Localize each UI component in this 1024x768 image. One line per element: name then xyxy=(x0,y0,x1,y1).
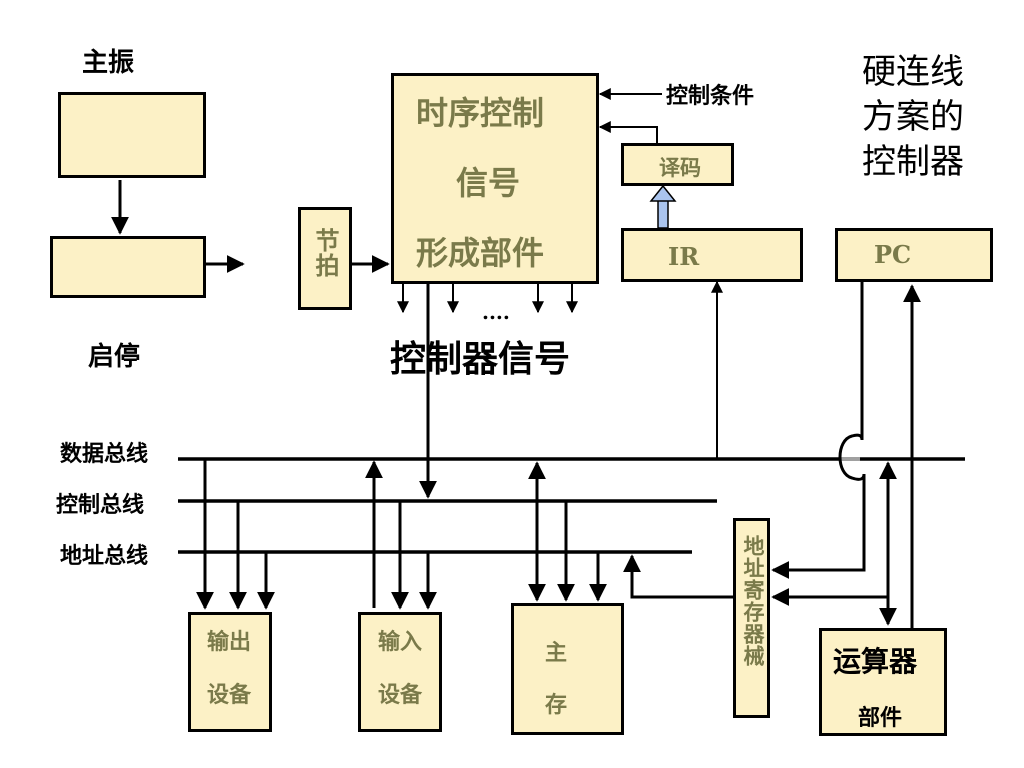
pc-label: PC xyxy=(874,240,912,269)
main-memory-line1: 主 xyxy=(545,640,568,666)
control-conditions-label: 控制条件 xyxy=(666,83,755,109)
pc-to-addr-reg-arrow xyxy=(771,282,866,579)
timing-unit-line2: 信号 xyxy=(456,164,521,202)
title-line1: 硬连线 xyxy=(862,52,964,92)
start-stop-box xyxy=(50,236,206,298)
control-signal-arrows xyxy=(397,282,578,314)
decoder-label: 译码 xyxy=(659,155,701,180)
ir-label: IR xyxy=(668,242,700,271)
input-device-wires xyxy=(365,460,437,610)
main-memory-wires xyxy=(528,461,607,602)
control-signals-ellipsis: .... xyxy=(482,300,510,324)
output-device-line2: 设备 xyxy=(207,682,252,708)
address-bus-label: 地址总线 xyxy=(60,543,149,569)
alu-box xyxy=(819,628,947,736)
controller-signals-label: 控制器信号 xyxy=(390,338,571,380)
output-device-wires xyxy=(196,459,275,610)
start-stop-label: 启停 xyxy=(88,342,141,372)
input-device-line1: 输入 xyxy=(378,629,423,655)
address-register-label: 地址寄存器械 xyxy=(741,535,766,667)
decoder-to-timing-arrow xyxy=(598,121,658,143)
timing-unit-line1: 时序控制 xyxy=(416,94,545,132)
main-memory-line2: 存 xyxy=(545,692,568,718)
beat-box xyxy=(298,207,352,310)
data-bus-label: 数据总线 xyxy=(60,441,149,467)
address-register-box xyxy=(733,518,770,718)
output-device-box xyxy=(188,612,272,732)
main-memory-box xyxy=(511,603,624,735)
title-line2: 方案的 xyxy=(862,97,964,137)
timing-unit-line3: 形成部件 xyxy=(416,234,545,272)
oscillator-label: 主振 xyxy=(82,48,135,78)
alu-line2: 部件 xyxy=(858,705,903,731)
beat-label: 节拍 xyxy=(311,228,340,278)
output-device-line1: 输出 xyxy=(207,629,252,655)
ir-to-decoder-arrow xyxy=(649,184,677,229)
timing-control-unit xyxy=(391,73,599,284)
oscillator-box xyxy=(58,92,206,178)
input-device-box xyxy=(358,612,442,732)
alu-line1: 运算器 xyxy=(833,645,918,678)
input-device-line2: 设备 xyxy=(378,682,423,708)
ir-register xyxy=(621,228,803,282)
decoder-box xyxy=(621,143,734,186)
title-line3: 控制器 xyxy=(862,142,964,182)
control-bus-label: 控制总线 xyxy=(56,492,145,518)
addr-reg-to-address-bus-arrow xyxy=(623,554,735,599)
pc-register xyxy=(835,228,993,282)
